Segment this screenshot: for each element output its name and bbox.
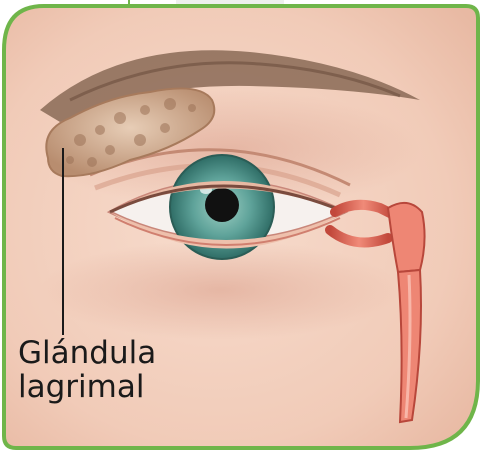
pupil [205, 188, 239, 222]
label-line-2: lagrimal [18, 370, 188, 404]
label-line-1: Glándula [18, 336, 188, 370]
lacrimal-gland-label: Glándula lagrimal [18, 336, 188, 404]
